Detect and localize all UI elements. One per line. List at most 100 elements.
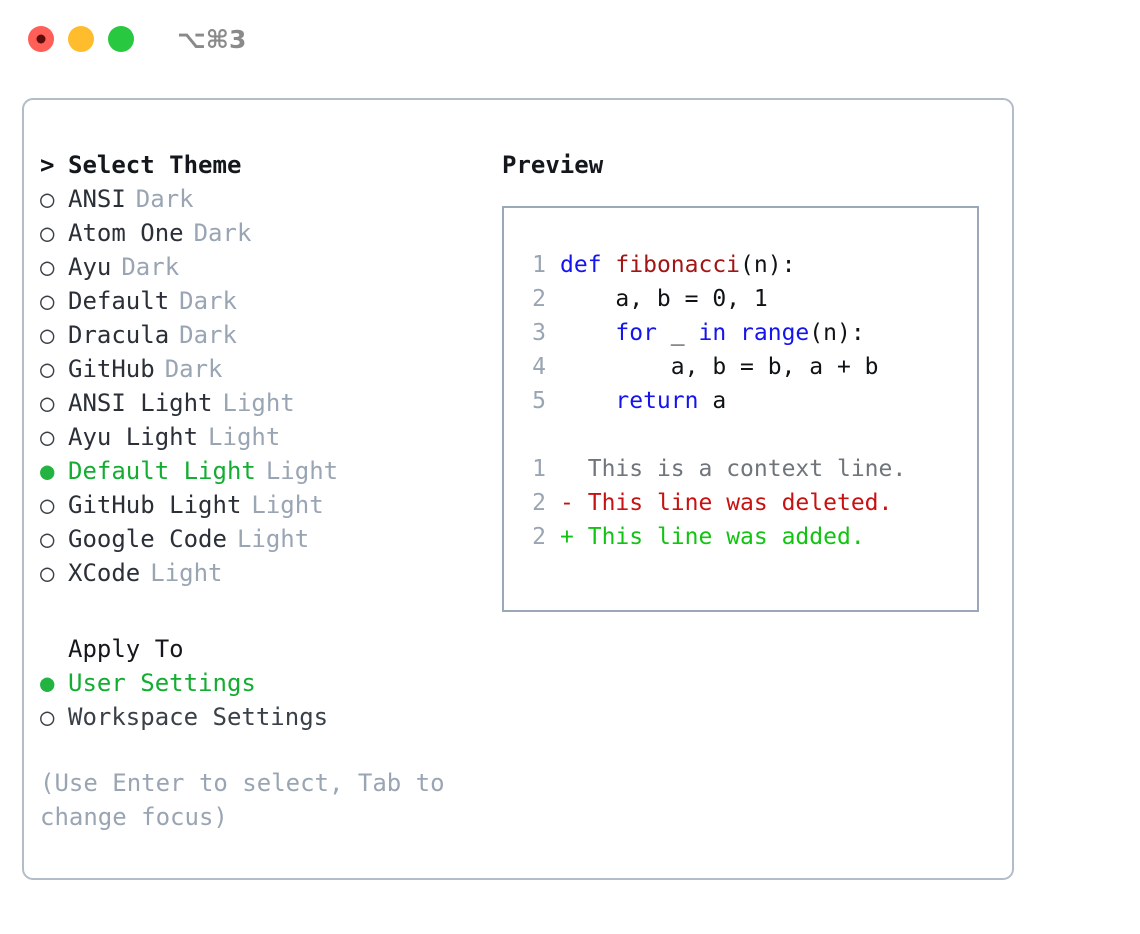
theme-name: ANSI Light: [68, 389, 213, 417]
code-text: a, b = b, a + b: [560, 354, 879, 380]
theme-picker-column: > Select Theme ○ ANSI Dark ○ Atom One Da…: [40, 148, 480, 834]
theme-option-google-code[interactable]: ○ Google Code Light: [40, 522, 480, 556]
select-theme-heading: > Select Theme: [40, 148, 480, 182]
code-line: 5 return a: [518, 384, 971, 418]
code-token-plain: [602, 252, 616, 278]
code-token-keyword: def: [560, 252, 602, 278]
diff-line-deleted: 2 - This line was deleted.: [518, 486, 971, 520]
radio-icon[interactable]: ○: [40, 287, 55, 315]
theme-category: Dark: [164, 355, 223, 383]
content-panel: > Select Theme ○ ANSI Dark ○ Atom One Da…: [22, 98, 1014, 880]
code-token-plain: a: [698, 388, 727, 414]
radio-icon[interactable]: ○: [40, 423, 55, 451]
code-sample: 1 def fibonacci(n): 2 a, b = 0, 1 3 for …: [518, 248, 971, 418]
apply-to-option-user-settings[interactable]: ● User Settings: [40, 666, 480, 700]
code-token-plain: (n):: [740, 252, 796, 278]
theme-option-default-dark[interactable]: ○ Default Dark: [40, 284, 480, 318]
code-line: 4 a, b = b, a + b: [518, 350, 971, 384]
radio-selected-icon[interactable]: ●: [40, 457, 55, 485]
section-divider: [40, 590, 480, 632]
theme-name: Ayu Light: [68, 423, 199, 451]
line-number: 1: [532, 456, 546, 482]
zoom-button[interactable]: [108, 26, 134, 52]
code-text: return a: [560, 384, 726, 418]
line-number: 2: [532, 286, 546, 312]
radio-selected-icon[interactable]: ●: [40, 669, 55, 697]
theme-name: Atom One: [68, 219, 184, 247]
code-token-function: fibonacci: [615, 252, 741, 278]
code-line: 3 for _ in range(n):: [518, 316, 971, 350]
radio-icon[interactable]: ○: [40, 219, 55, 247]
keyboard-hint: (Use Enter to select, Tab to change focu…: [40, 769, 445, 831]
diff-sign: +: [560, 524, 574, 550]
code-token-plain: [560, 320, 615, 346]
code-line: 2 a, b = 0, 1: [518, 282, 971, 316]
apply-to-label: User Settings: [68, 669, 256, 697]
theme-name: Default: [68, 287, 170, 315]
theme-name: Google Code: [68, 525, 227, 553]
code-token-keyword: in: [698, 320, 727, 346]
code-text: def fibonacci(n):: [560, 248, 795, 282]
radio-icon[interactable]: ○: [40, 703, 55, 731]
diff-sign: -: [560, 490, 574, 516]
code-text: for _ in range(n):: [560, 316, 865, 350]
theme-name: XCode: [68, 559, 141, 587]
radio-icon[interactable]: ○: [40, 389, 55, 417]
code-token-keyword: return: [615, 388, 699, 414]
preview-column: Preview 1 def fibonacci(n): 2 a, b = 0, …: [502, 148, 1002, 612]
theme-option-ayu-light[interactable]: ○ Ayu Light Light: [40, 420, 480, 454]
theme-category: Light: [222, 389, 295, 417]
select-theme-heading-label: Select Theme: [68, 151, 242, 179]
theme-category: Light: [208, 423, 281, 451]
theme-category: Dark: [193, 219, 252, 247]
theme-option-github-dark[interactable]: ○ GitHub Dark: [40, 352, 480, 386]
line-number: 2: [532, 524, 546, 550]
diff-sign: [560, 452, 574, 486]
radio-icon[interactable]: ○: [40, 559, 55, 587]
theme-option-ansi-light[interactable]: ○ ANSI Light Light: [40, 386, 480, 420]
apply-to-option-workspace-settings[interactable]: ○ Workspace Settings: [40, 700, 480, 734]
radio-icon[interactable]: ○: [40, 491, 55, 519]
theme-category: Dark: [179, 321, 237, 349]
radio-icon[interactable]: ○: [40, 355, 55, 383]
diff-text: This is a context line.: [574, 452, 907, 486]
close-button[interactable]: [28, 26, 54, 52]
radio-icon[interactable]: ○: [40, 253, 55, 281]
code-token-plain: (n):: [809, 320, 865, 346]
theme-option-atom-one-dark[interactable]: ○ Atom One Dark: [40, 216, 480, 250]
code-token-plain: [726, 320, 740, 346]
keyboard-shortcut-label: ⌥⌘3: [177, 24, 247, 54]
traffic-lights: [28, 26, 134, 52]
code-token-plain: [560, 388, 615, 414]
line-number: 5: [532, 388, 546, 414]
theme-name: Default Light: [68, 457, 256, 485]
diff-line-context: 1 This is a context line.: [518, 452, 971, 486]
theme-option-github-light[interactable]: ○ GitHub Light Light: [40, 488, 480, 522]
theme-option-xcode[interactable]: ○ XCode Light: [40, 556, 480, 590]
theme-option-default-light[interactable]: ● Default Light Light: [40, 454, 480, 488]
theme-option-ayu-dark[interactable]: ○ Ayu Dark: [40, 250, 480, 284]
radio-icon[interactable]: ○: [40, 525, 55, 553]
theme-category: Light: [236, 525, 310, 553]
code-token-plain: _: [656, 320, 699, 346]
diff-text-value: This is a context line.: [587, 456, 907, 482]
theme-name: Ayu: [68, 253, 112, 281]
title-bar: ⌥⌘3: [0, 0, 1140, 78]
theme-option-ansi-dark[interactable]: ○ ANSI Dark: [40, 182, 480, 216]
spacer-icon: [40, 632, 68, 666]
code-token-keyword: for: [615, 320, 657, 346]
theme-option-dracula-dark[interactable]: ○ Dracula Dark: [40, 318, 480, 352]
diff-text-value: This line was deleted.: [587, 490, 893, 516]
diff-sample: 1 This is a context line. 2 - This line …: [518, 452, 971, 554]
radio-icon[interactable]: ○: [40, 321, 55, 349]
diff-text: This line was added.: [574, 520, 865, 554]
minimize-button[interactable]: [68, 26, 94, 52]
theme-name: ANSI: [68, 185, 126, 213]
radio-icon[interactable]: ○: [40, 185, 55, 213]
line-number: 2: [532, 490, 546, 516]
code-line: 1 def fibonacci(n):: [518, 248, 971, 282]
theme-category: Light: [251, 491, 324, 519]
theme-category: Dark: [179, 287, 237, 315]
preview-title: Preview: [502, 151, 604, 179]
